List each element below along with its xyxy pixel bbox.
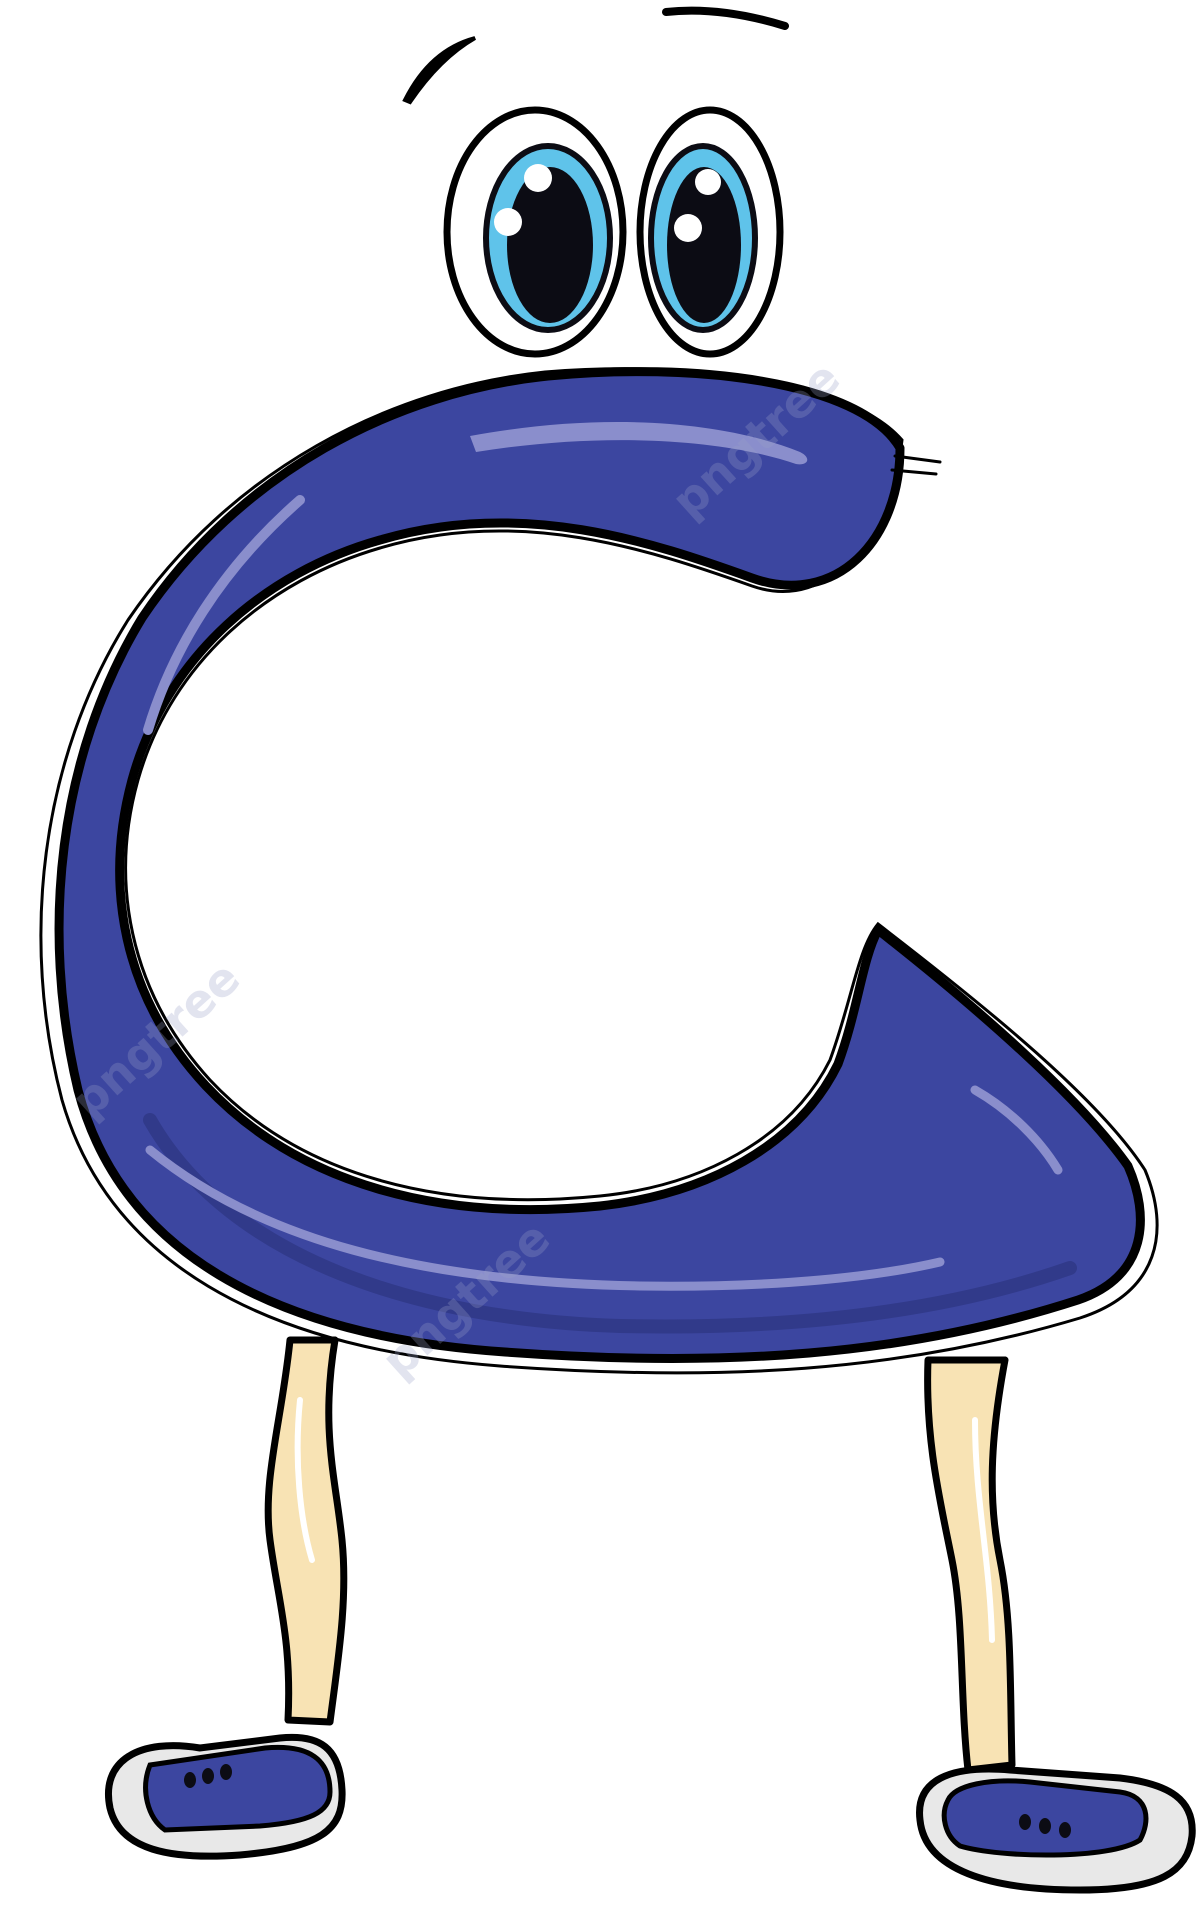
right-sneaker-icon [916, 1765, 1196, 1894]
right-eye-icon [636, 106, 784, 358]
highlight-top [470, 422, 808, 465]
highlight-bottom [145, 1145, 945, 1291]
letter-c-body [54, 367, 1145, 1364]
left-eye-icon [443, 106, 627, 358]
left-sneaker-icon [105, 1733, 346, 1860]
letter-c-character [39, 367, 1159, 1375]
left-leg-icon [264, 1336, 348, 1726]
highlight-left [143, 495, 305, 735]
highlight-lower-right [970, 1085, 1063, 1175]
left-eyebrow-icon [402, 36, 476, 105]
right-leg-icon [924, 1356, 1016, 1774]
right-eyebrow-icon [662, 6, 789, 30]
eyebrows [402, 6, 789, 105]
